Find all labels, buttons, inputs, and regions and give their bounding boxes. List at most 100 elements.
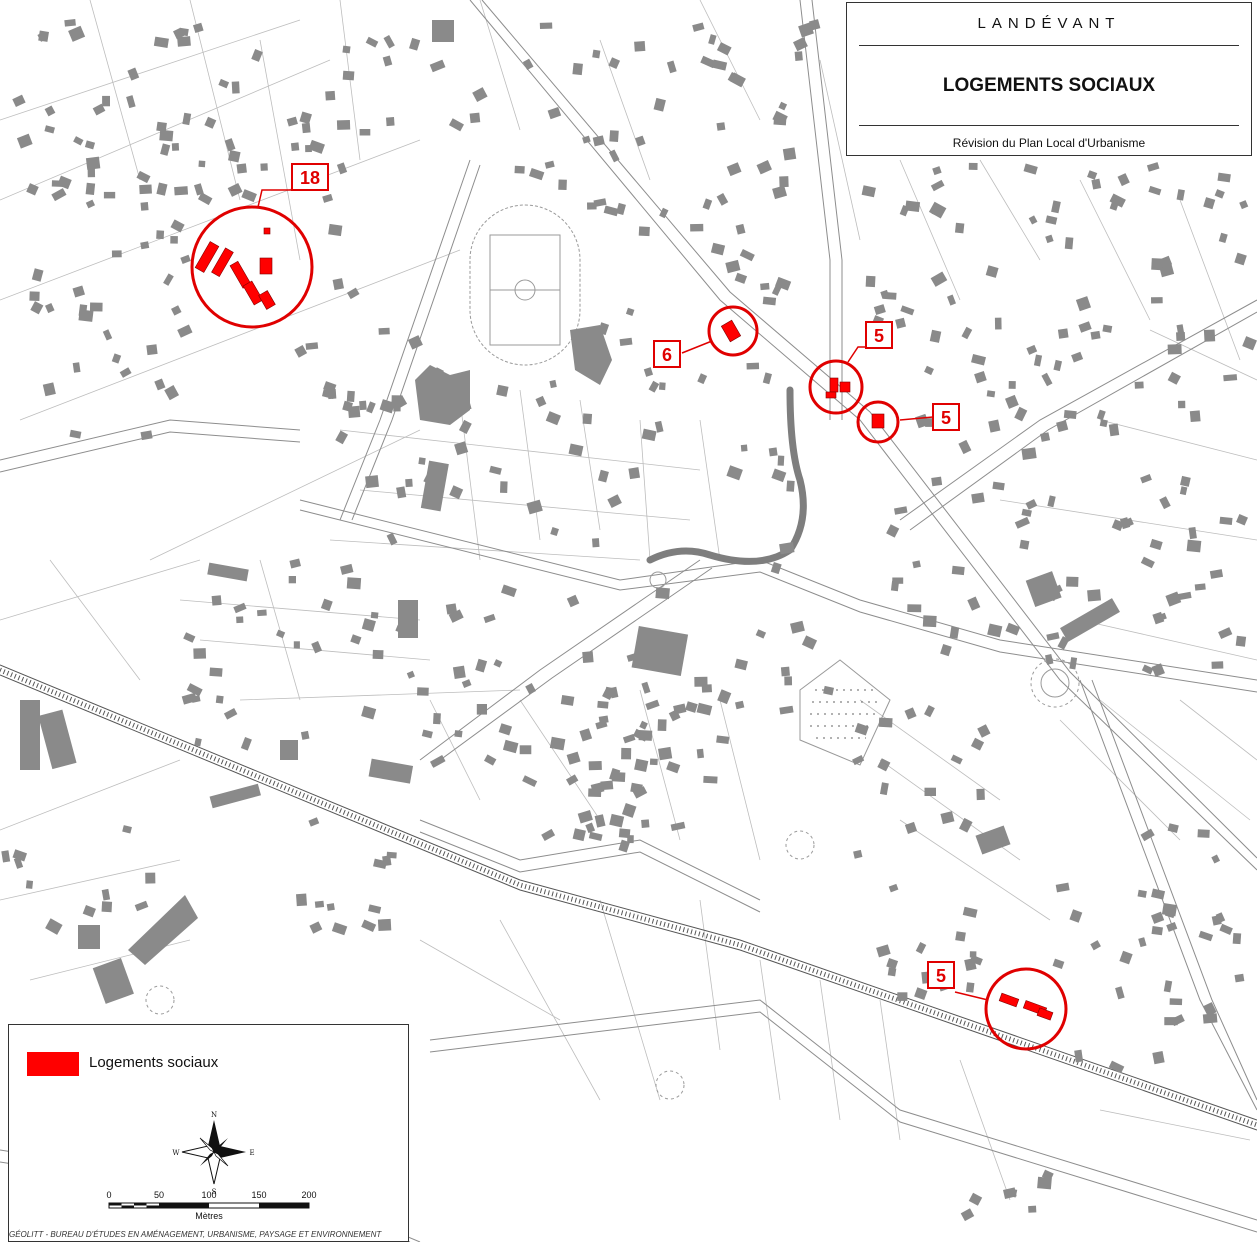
building-footprint <box>638 730 653 741</box>
building-footprint <box>694 676 708 687</box>
building-footprint <box>930 179 945 192</box>
svg-text:6: 6 <box>662 345 672 365</box>
building-footprint <box>603 205 619 217</box>
building-footprint <box>597 469 609 483</box>
building-footprint <box>156 121 167 132</box>
building-footprint <box>409 37 421 51</box>
building-footprint <box>1211 915 1222 926</box>
building-footprint <box>568 443 584 457</box>
building-footprint <box>544 160 555 169</box>
building-footprint <box>771 283 783 296</box>
building-footprint <box>1040 432 1051 442</box>
building-footprint <box>68 25 86 42</box>
building-footprint <box>1148 185 1162 196</box>
building-footprint <box>461 679 472 688</box>
building-footprint <box>305 342 319 350</box>
building-footprint <box>725 259 741 274</box>
stadium <box>469 204 581 366</box>
building-footprint <box>727 72 745 87</box>
building-footprint <box>204 116 217 129</box>
building-footprint <box>391 395 408 411</box>
building-footprint <box>922 615 937 628</box>
building-footprint <box>493 659 503 668</box>
building-footprint <box>985 265 999 278</box>
building-footprint <box>231 81 240 94</box>
building-footprint <box>82 905 96 918</box>
building-footprint <box>501 584 517 598</box>
building-footprint <box>928 201 947 219</box>
building-footprint <box>476 704 487 715</box>
building-footprint <box>122 825 132 834</box>
building-footprint <box>1236 514 1248 526</box>
building-footprint <box>566 751 581 765</box>
building-footprint <box>240 736 252 751</box>
building-footprint <box>331 922 348 936</box>
building-footprint <box>717 689 732 705</box>
building-footprint <box>51 180 65 187</box>
building-footprint <box>1165 591 1182 607</box>
building-footprint <box>770 562 782 575</box>
building-footprint <box>30 301 44 315</box>
building-footprint <box>1161 903 1178 917</box>
building-footprint <box>314 900 325 908</box>
building-footprint <box>421 729 433 739</box>
building-footprint <box>146 344 158 356</box>
building-footprint <box>156 182 168 196</box>
building-footprint <box>382 55 393 67</box>
callout-leaders <box>257 189 989 1001</box>
building-footprint <box>700 55 716 69</box>
building-footprint <box>598 715 609 724</box>
building-footprint <box>1045 215 1058 225</box>
building-footprint <box>619 337 633 346</box>
building-footprint <box>899 204 910 217</box>
building-footprint <box>986 390 996 398</box>
building-footprint <box>740 444 748 452</box>
building-footprint <box>42 382 56 397</box>
building-footprint <box>1056 420 1069 433</box>
building-footprint <box>228 150 241 163</box>
building-footprint <box>73 136 84 146</box>
building-footprint <box>558 179 567 190</box>
building-footprint <box>622 733 636 744</box>
building-footprint <box>386 532 398 546</box>
building-footprint <box>340 563 354 575</box>
building-footprint <box>12 94 26 107</box>
building-footprint <box>64 19 76 27</box>
building-footprint <box>26 183 39 196</box>
building-footprint <box>296 893 308 907</box>
building-footprint <box>346 287 360 300</box>
building-footprint <box>779 705 794 715</box>
building-footprint <box>969 954 983 966</box>
building-footprint <box>1203 329 1216 342</box>
building-footprint <box>1138 937 1147 948</box>
building-footprint <box>726 162 742 177</box>
building-footprint <box>1175 331 1186 341</box>
building-footprint <box>904 707 917 720</box>
building-footprint <box>1033 354 1043 367</box>
building-footprint <box>111 250 122 258</box>
building-footprint <box>760 282 770 291</box>
building-footprint <box>924 365 934 376</box>
building-footprint <box>1214 189 1225 199</box>
building-footprint <box>710 242 726 256</box>
building-footprint <box>1189 410 1201 423</box>
building-footprint <box>904 821 918 834</box>
building-footprint <box>549 379 557 389</box>
building-footprint <box>365 475 379 489</box>
building-footprint <box>1019 539 1030 550</box>
building-footprint <box>454 441 469 456</box>
building-footprint <box>873 304 886 315</box>
building-footprint <box>1223 374 1238 382</box>
building-footprint <box>386 117 395 127</box>
building-footprint <box>882 291 897 300</box>
building-footprint <box>140 241 150 250</box>
building-footprint <box>1176 189 1185 201</box>
building-footprint <box>658 746 673 761</box>
building-footprint <box>645 699 660 711</box>
building-footprint <box>587 202 597 210</box>
building-footprint <box>445 603 458 615</box>
building-footprint <box>13 857 24 869</box>
building-footprint <box>16 133 33 149</box>
building-footprint <box>1137 889 1147 898</box>
